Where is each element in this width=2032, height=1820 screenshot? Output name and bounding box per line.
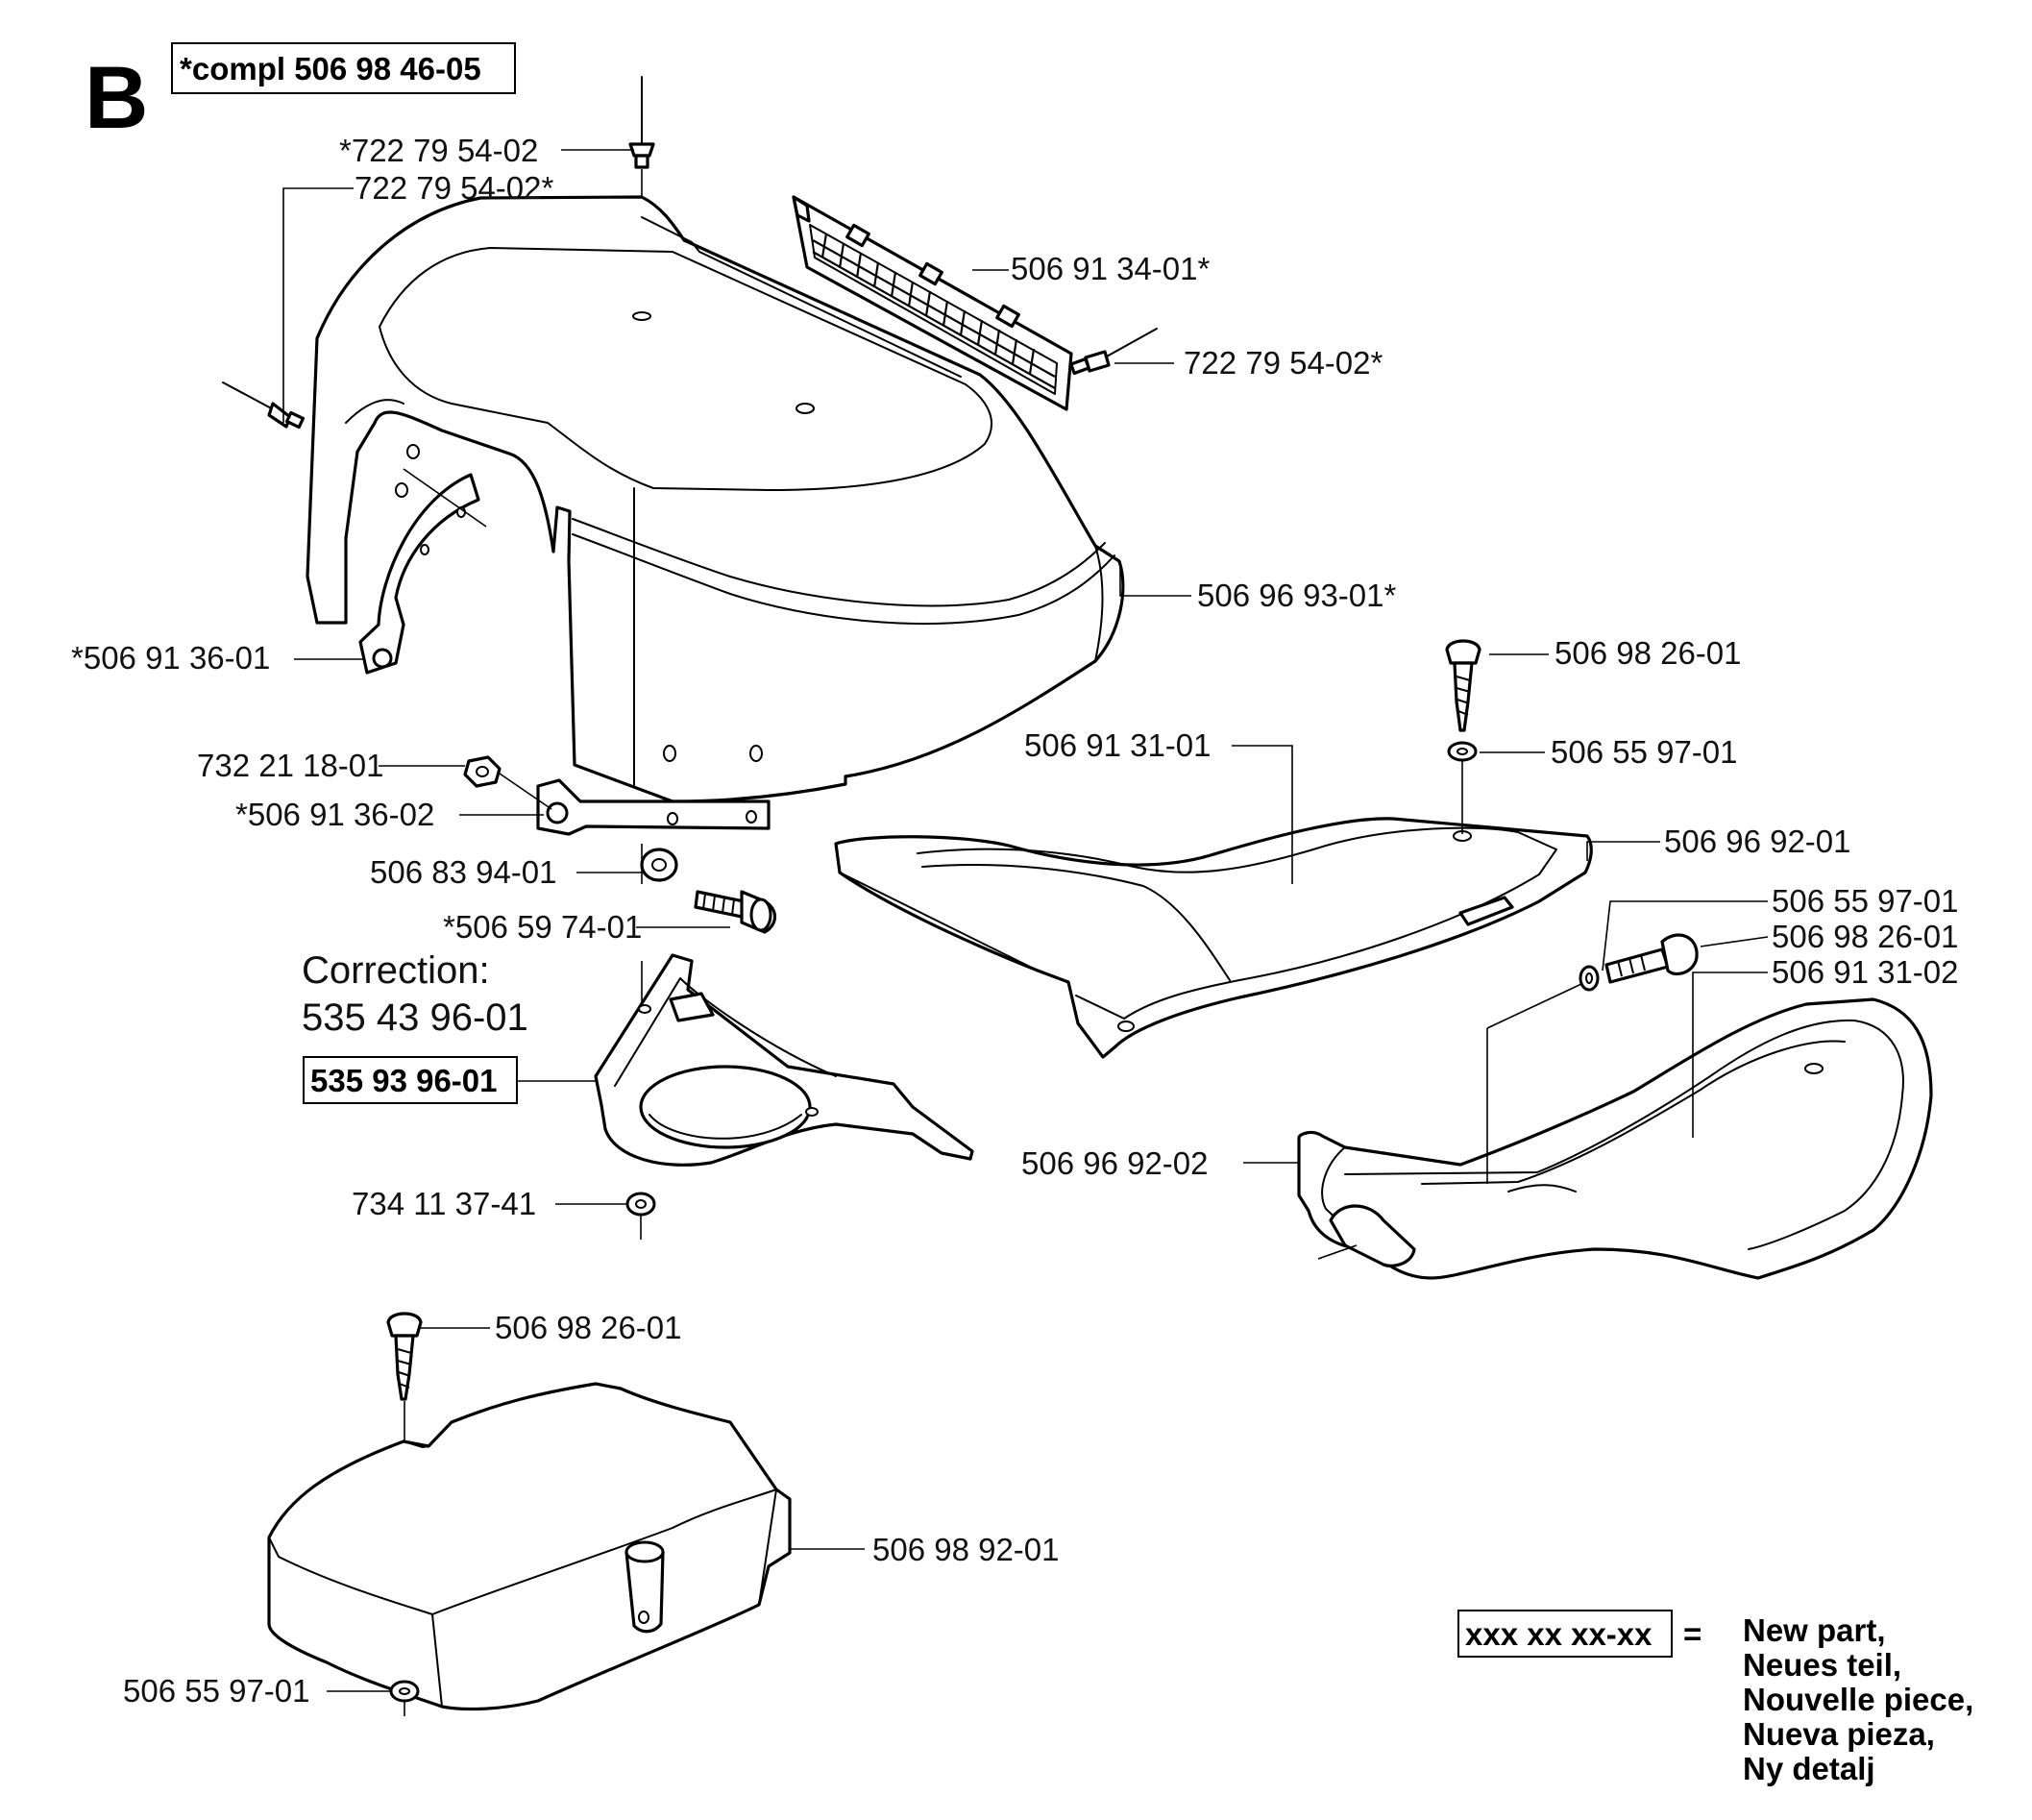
- part-label-p05: 506 96 93-01*: [1197, 578, 1397, 613]
- part-label-p20: 506 98 26-01: [495, 1310, 682, 1345]
- part-label-p06: *506 91 36-01: [71, 640, 270, 676]
- fender-right-icon: [834, 817, 1593, 1059]
- section-letter: B: [85, 49, 148, 147]
- screw-cover-icon: [386, 1312, 423, 1441]
- part-label-p02: 722 79 54-02*: [355, 170, 554, 206]
- vent-grille-icon: [792, 195, 1073, 411]
- correction-old-number: 535 43 96-01: [302, 996, 528, 1039]
- part-label-p03: 506 91 34-01*: [1011, 251, 1211, 286]
- part-label-p12: 506 96 92-01: [1664, 824, 1851, 859]
- bracket-left-icon: [358, 468, 487, 675]
- rivet-left-icon: [222, 381, 306, 430]
- engine-hood-icon: [306, 195, 1125, 803]
- washer-small-icon: [625, 1192, 656, 1240]
- part-label-p17: 506 91 31-02: [1772, 954, 1959, 990]
- rivet-right-icon: [1069, 328, 1158, 376]
- legend-line-4: Nueva pieza,: [1743, 1716, 1935, 1752]
- part-label-p16: 506 98 26-01: [1772, 919, 1959, 954]
- bolt-icon: [694, 890, 777, 934]
- screw-diagonal-icon: [1486, 933, 1699, 1029]
- leader-lines: [282, 149, 1769, 1692]
- correction-new-number: 535 93 96-01: [310, 1063, 498, 1098]
- bracket-lower-icon: [536, 778, 771, 836]
- legend-equals: =: [1683, 1616, 1701, 1652]
- screw-top-right-icon: [1445, 639, 1481, 834]
- fender-left-icon: [1297, 997, 1933, 1280]
- legend-code-box: [1457, 1610, 1673, 1658]
- part-label-p11: *506 91 36-02: [235, 797, 434, 832]
- assembly-label-box: [171, 42, 516, 94]
- correction-heading: Correction:: [302, 949, 490, 992]
- part-label-p13: 506 83 94-01: [370, 854, 557, 890]
- legend: xxx xx xx-xx = New part, Neues teil, Nou…: [1457, 1610, 1973, 1786]
- correction-new-box: [303, 1056, 518, 1104]
- part-label-p14: 506 55 97-01: [1772, 883, 1959, 919]
- part-label-p19: 734 11 37-41: [352, 1186, 536, 1221]
- part-label-p04: 722 79 54-02*: [1184, 345, 1383, 381]
- part-label-p10: 506 91 31-01: [1024, 727, 1212, 763]
- washer-cover-icon: [389, 1680, 420, 1716]
- part-labels: *722 79 54-02 722 79 54-02* 506 91 34-01…: [71, 133, 1959, 1709]
- legend-code: xxx xx xx-xx: [1465, 1616, 1653, 1652]
- washer-icon: [640, 848, 678, 882]
- legend-line-1: New part,: [1743, 1612, 1886, 1648]
- legend-line-5: Ny detalj: [1743, 1751, 1875, 1786]
- part-label-p18: 506 96 92-02: [1021, 1145, 1209, 1181]
- cup-holder-icon: [594, 953, 974, 1167]
- part-label-p01: *722 79 54-02: [339, 133, 538, 168]
- part-label-p15: *506 59 74-01: [443, 909, 642, 945]
- part-label-p09: 732 21 18-01: [197, 748, 384, 783]
- legend-line-3: Nouvelle piece,: [1743, 1682, 1973, 1717]
- part-label-p22: 506 55 97-01: [123, 1673, 310, 1709]
- part-label-p21: 506 98 92-01: [872, 1532, 1060, 1567]
- battery-cover-icon: [267, 1382, 792, 1711]
- nut-icon: [463, 755, 552, 810]
- part-label-p07: 506 98 26-01: [1555, 635, 1742, 671]
- legend-line-2: Neues teil,: [1743, 1647, 1901, 1683]
- assembly-label: *compl 506 98 46-05: [180, 51, 481, 86]
- part-label-p08: 506 55 97-01: [1551, 734, 1738, 770]
